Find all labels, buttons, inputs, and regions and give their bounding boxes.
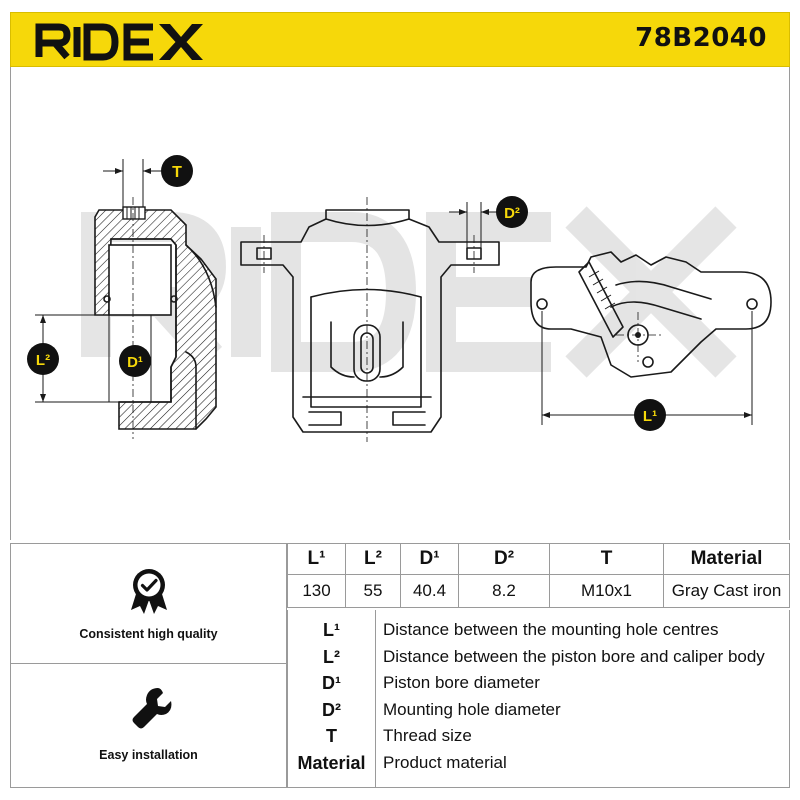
specs-header-row: L¹ L² D¹ D² T Material: [287, 543, 790, 575]
spec-header-l1: L¹: [287, 543, 346, 575]
caliper-section-view: [35, 159, 217, 439]
part-number: 78B2040: [635, 23, 767, 53]
feature-install: Easy installation: [10, 664, 287, 788]
legend-row: Material Product material: [288, 750, 791, 777]
spec-value-material: Gray Cast iron: [663, 574, 790, 608]
marker-l1-label: L¹: [643, 408, 657, 425]
feature-install-label: Easy installation: [99, 748, 198, 762]
legend-desc: Distance between the piston bore and cal…: [383, 646, 765, 666]
ridex-logo: [33, 19, 203, 66]
feature-quality-label: Consistent high quality: [79, 627, 218, 641]
legend-desc: Mounting hole diameter: [383, 699, 561, 719]
legend-key: D¹: [322, 673, 341, 693]
marker-t-label: T: [172, 164, 182, 181]
marker-l2-label: L²: [36, 352, 50, 369]
legend-key: L²: [323, 646, 340, 667]
legend-divider: [375, 610, 376, 787]
legend-desc: Product material: [383, 752, 507, 772]
marker-l1: L¹: [634, 399, 666, 431]
specs-table: L¹ L² D¹ D² T Material 130 55 40.4 8.2 M…: [287, 543, 790, 608]
caliper-front-view: [240, 197, 500, 442]
legend-key: D²: [322, 699, 341, 720]
caliper-side-view: [530, 251, 772, 425]
marker-d1-label: D¹: [127, 354, 143, 371]
spec-header-l2: L²: [345, 543, 401, 575]
legend-desc: Thread size: [383, 726, 472, 745]
marker-d1: D¹: [119, 345, 151, 377]
legend-row: L² Distance between the piston bore and …: [288, 644, 791, 671]
spec-header-d1: D¹: [400, 543, 459, 575]
wrench-icon: [130, 685, 172, 736]
legend-row: T Thread size: [288, 723, 791, 750]
features-panel: Consistent high quality Easy installatio…: [10, 543, 287, 788]
spec-value-d2: 8.2: [458, 574, 550, 608]
legend-desc: Distance between the mounting hole centr…: [383, 620, 719, 639]
legend-row: L¹ Distance between the mounting hole ce…: [288, 617, 791, 644]
marker-d2: D²: [496, 196, 528, 228]
spec-header-d2: D²: [458, 543, 550, 575]
header-bar: 78B2040: [10, 12, 790, 67]
marker-t: T: [161, 155, 193, 187]
dimension-legend: L¹ Distance between the mounting hole ce…: [287, 610, 790, 788]
spec-value-t: M10x1: [549, 574, 664, 608]
spec-value-l1: 130: [287, 574, 346, 608]
legend-row: D² Mounting hole diameter: [288, 697, 791, 724]
quality-check-badge-icon: [128, 568, 170, 619]
technical-drawing-area: T D² L² D¹ L¹: [10, 67, 790, 540]
caliper-technical-drawing: T D² L² D¹ L¹: [27, 155, 772, 442]
specs-value-row: 130 55 40.4 8.2 M10x1 Gray Cast iron: [287, 574, 790, 608]
legend-row: D¹ Piston bore diameter: [288, 670, 791, 697]
ridex-logo-graphic: [35, 23, 203, 61]
marker-l2: L²: [27, 343, 59, 375]
spec-value-d1: 40.4: [400, 574, 459, 608]
legend-key: Material: [297, 752, 366, 773]
legend-key: L¹: [323, 620, 340, 640]
spec-header-material: Material: [663, 543, 790, 575]
legend-desc: Piston bore diameter: [383, 673, 540, 692]
spec-header-t: T: [549, 543, 664, 575]
legend-key: T: [326, 726, 337, 746]
feature-quality: Consistent high quality: [10, 543, 287, 664]
spec-value-l2: 55: [345, 574, 401, 608]
marker-d2-label: D²: [504, 205, 520, 222]
